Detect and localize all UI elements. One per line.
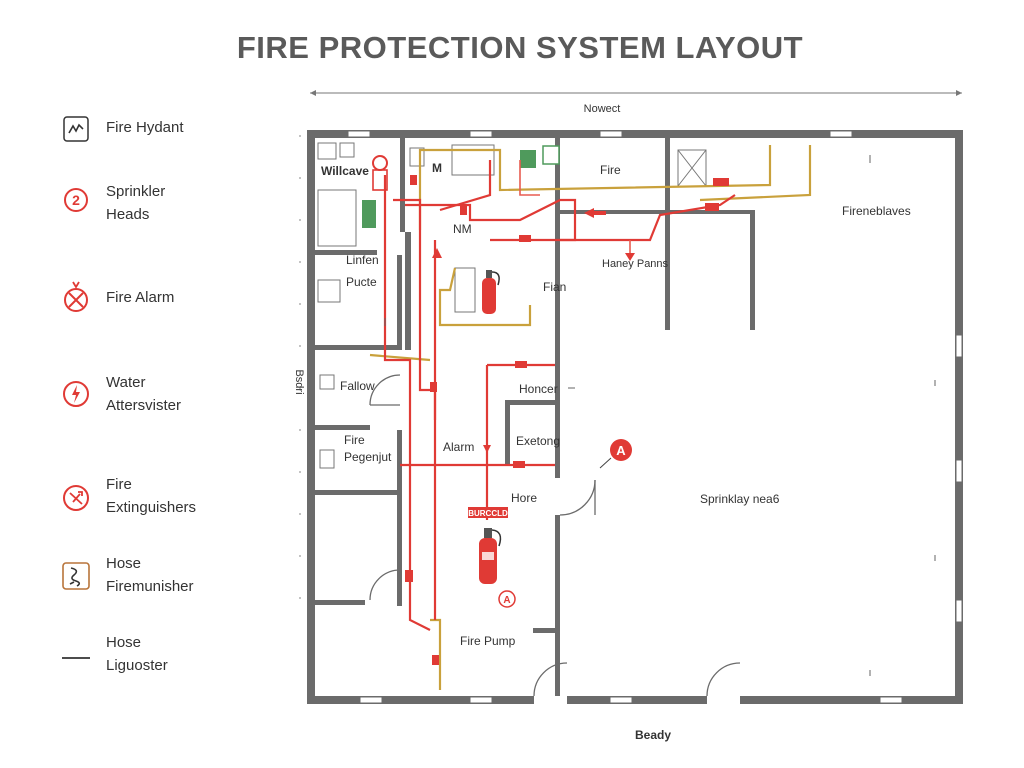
fire-extinguisher-icon [62, 484, 90, 512]
interior-walls [315, 138, 755, 697]
grid-ticks [384, 155, 936, 676]
legend-label-fire-hydant: Fire Hydant [106, 119, 184, 136]
legend-label-fire-alarm: Fire Alarm [106, 289, 175, 306]
red-tag [468, 507, 508, 518]
water-alarm-icon [62, 380, 90, 408]
room-label-fire-top: Fire [600, 163, 621, 177]
red-tag-label: BURCCLD [468, 509, 508, 518]
room-label-nm: NM [453, 222, 472, 236]
room-label-alarm: Alarm [443, 440, 474, 454]
room-label-fire: Fire [344, 433, 365, 447]
room-label-hore: Hore [511, 491, 537, 505]
alarm-marker-a-small: A [498, 590, 516, 608]
room-label-fireneblaves: Fireneblaves [842, 204, 911, 218]
room-label-exetong: Exetong [516, 434, 560, 448]
top-dimension-label: Nowect [584, 103, 621, 115]
bottom-label: Beady [635, 728, 671, 742]
room-label-pegenjut: Pegenjut [344, 450, 392, 464]
sprinkler-pipes-red [383, 160, 736, 631]
svg-text:A: A [616, 443, 626, 458]
exit-sign-icon [520, 150, 536, 168]
flow-arrows [432, 208, 635, 453]
room-label-linfen: Linfen [346, 253, 379, 267]
fixtures [317, 142, 707, 469]
exit-sign-icon [542, 145, 560, 165]
valve-tags [405, 175, 729, 665]
hose-icon [62, 562, 90, 590]
fire-hydrant-icon [372, 155, 388, 191]
sprinkler-heads-icon: 2 [62, 186, 90, 214]
exit-sign-icon [362, 200, 376, 228]
room-label-honcer: Honcer [519, 382, 558, 396]
room-label-fallow: Fallow [340, 379, 375, 393]
room-label-m: M [432, 161, 442, 175]
svg-text:2: 2 [72, 192, 80, 208]
top-dimension [310, 90, 962, 96]
fire-hydrant-icon [62, 115, 90, 143]
hose-line-icon [62, 644, 90, 672]
fire-extinguisher-icon [482, 270, 500, 314]
fire-alarm-icon [62, 281, 90, 312]
page-title: FIRE PROTECTION SYSTEM LAYOUT [236, 30, 804, 65]
outer-walls [307, 130, 963, 704]
alarm-marker-a: A [599, 439, 632, 469]
svg-text:A: A [503, 595, 510, 606]
room-label-fian: Fian [543, 280, 566, 294]
room-label-sprinklay-nea6: Sprinklay nea6 [700, 492, 780, 506]
side-dimension-label: Bsdri [293, 369, 305, 394]
fire-extinguisher-icon [479, 528, 502, 584]
room-label-pucte: Pucte [346, 275, 377, 289]
room-label-haney-panns: Haney Panns [602, 258, 669, 270]
room-label-fire-pump: Fire Pump [460, 634, 516, 648]
room-label-willcave: Willcave [321, 164, 369, 178]
